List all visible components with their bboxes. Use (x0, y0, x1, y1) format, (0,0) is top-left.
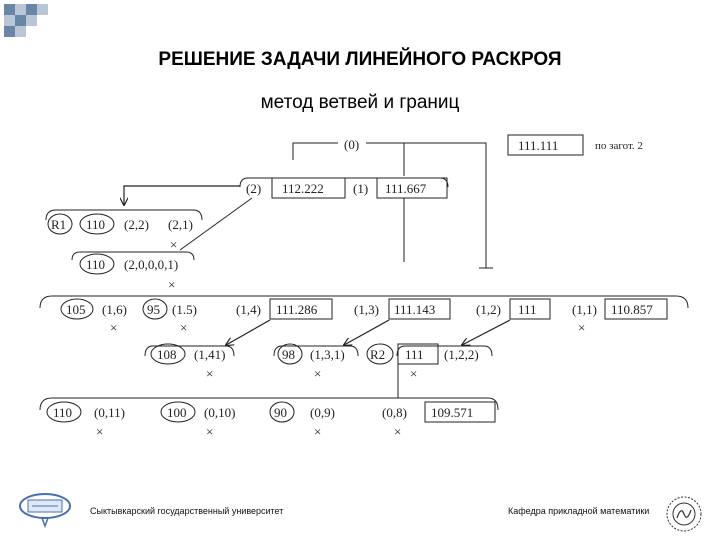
level5-node-2-cross: × (314, 366, 321, 381)
level5-node-2-ellipse (277, 343, 303, 365)
level5-node-1-label: (1,41) (194, 347, 225, 362)
level5-node-1-cross: × (206, 366, 213, 381)
level4-node-6-box (604, 298, 668, 320)
level6-node-2-value: 100 (167, 405, 187, 420)
level5-brace-2 (273, 345, 359, 357)
level6-node-2-label: (0,10) (204, 405, 235, 420)
level4-node-1-cross: × (110, 320, 117, 335)
level5-node-3-value: 111 (405, 347, 424, 362)
level1-to-level2-arrow (124, 185, 240, 205)
level6-node-1-cross: × (96, 424, 103, 439)
level5-node-3-cross: × (410, 366, 417, 381)
level2-value-ellipse (79, 213, 115, 235)
level6-node-4-cross: × (394, 424, 401, 439)
level4-node-4-label: (1,3) (354, 302, 379, 317)
level6-node-1-label: (0,11) (94, 405, 125, 420)
level5-node-1-value: 108 (157, 347, 177, 362)
level4-node-2-ellipse (142, 298, 168, 320)
level6-node-1-ellipse (46, 401, 82, 423)
node-1-box (376, 177, 448, 199)
node-2-branch (179, 197, 253, 251)
level4-node-6-label: (1,1) (572, 302, 597, 317)
department-logo (666, 496, 702, 532)
level4-node-3-label: (1,4) (236, 302, 261, 317)
level4-node-1-ellipse (60, 298, 94, 320)
level4-brace (39, 295, 689, 309)
slide-title: РЕШЕНИЕ ЗАДАЧИ ЛИНЕЙНОГО РАСКРОЯ (158, 49, 562, 70)
node-2-value: 112.222 (282, 181, 324, 196)
r2-label: R2 (370, 347, 385, 362)
level5-node-2-label: (1,3,1) (310, 347, 345, 362)
r1-circle (47, 213, 73, 235)
level4-node-3-box (269, 298, 333, 320)
arrow-to-level5-a (226, 319, 271, 345)
r2-circle (366, 343, 394, 365)
level4-node-2-cross: × (180, 320, 187, 335)
level4-node-5-box (509, 298, 551, 320)
level2-brace (45, 209, 203, 221)
r1-label: R1 (51, 217, 66, 232)
level4-node-1-label: (1,6) (102, 302, 127, 317)
level5-node-3-label: (1,2,2) (444, 347, 479, 362)
level2-value: 110 (86, 217, 105, 232)
node-1-value: 111.667 (385, 181, 427, 196)
corner-decoration (4, 4, 48, 37)
level4-node-6-cross: × (578, 320, 585, 335)
level4-node-5-label: (1,2) (476, 302, 501, 317)
level6-brace (39, 397, 499, 411)
level4-node-2-label: (1.5) (172, 302, 197, 317)
footer-department: Кафедра прикладной математики (508, 506, 650, 516)
level6-node-3-ellipse (269, 401, 295, 423)
best-bound-box (507, 134, 584, 156)
arrow-to-level5-b (344, 319, 390, 345)
level5-node-1-ellipse (150, 343, 186, 365)
level4-node-2-value: 95 (147, 302, 160, 317)
level6-node-4-label: (0,8) (382, 405, 407, 420)
level4-node-3-value: 111.286 (276, 302, 318, 317)
university-logo (19, 493, 71, 528)
level5-node-2-value: 98 (282, 347, 295, 362)
level6-node-3-cross: × (314, 424, 321, 439)
level6-node-3-label: (0,9) (310, 405, 335, 420)
level4-node-4-value: 111.143 (394, 302, 435, 317)
root-connector (292, 142, 487, 268)
level5-node-3-box (397, 343, 439, 365)
footer-university: Сыктывкарский государственный университе… (90, 506, 284, 516)
arrow-to-level5-c (462, 319, 511, 345)
level4-node-1-value: 105 (66, 302, 86, 317)
level4-node-5-value: 111 (518, 302, 537, 317)
level3-node: (2,0,0,0,1) (124, 257, 178, 272)
level3-brace (71, 251, 195, 261)
best-bound-value: 111.111 (518, 138, 558, 153)
level6-node-2-cross: × (206, 424, 213, 439)
level6-node-1-value: 110 (53, 405, 72, 420)
node-1-label: (1) (353, 181, 368, 196)
level2-node-b-cross: × (170, 237, 177, 252)
root-node-label: (0) (344, 137, 359, 152)
level6-node-2-ellipse (160, 401, 196, 423)
level4-node-4-box (388, 298, 451, 320)
level3-cross: × (168, 277, 175, 292)
slide-subtitle: метод ветвей и границ (260, 92, 460, 113)
level6-node-3-value: 90 (274, 405, 287, 420)
node-2-label: (2) (246, 181, 261, 196)
level5-brace-1 (144, 345, 235, 357)
level2-node-a: (2,2) (124, 217, 149, 232)
level2-node-b: (2,1) (168, 217, 193, 232)
level6-node-4-value: 109.571 (431, 405, 473, 420)
level3-value: 110 (86, 257, 105, 272)
level6-node-4-box (424, 401, 496, 423)
level4-node-6-value: 110.857 (611, 302, 653, 317)
level3-value-ellipse (79, 253, 115, 275)
node-2-box (271, 177, 346, 199)
best-bound-note: по загот. 2 (595, 140, 643, 152)
